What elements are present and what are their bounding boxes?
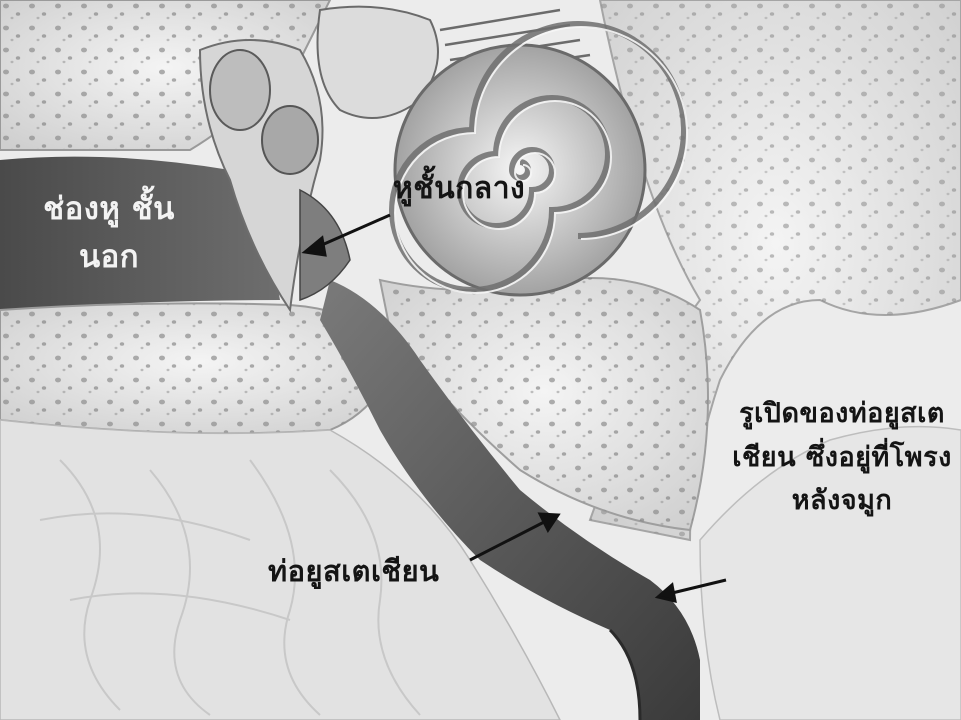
label-eustachian-tube: ท่อยูสเตเชียน: [268, 553, 439, 589]
label-eustachian-tube-opening: รูเปิดของท่อยูสเตเชียน ซึ่งอยู่ที่โพรงหล…: [726, 392, 958, 523]
label-middle-ear: หูชั้นกลาง: [393, 170, 525, 208]
label-outer-ear-canal: ช่องหู ชั้นนอก: [34, 185, 184, 281]
